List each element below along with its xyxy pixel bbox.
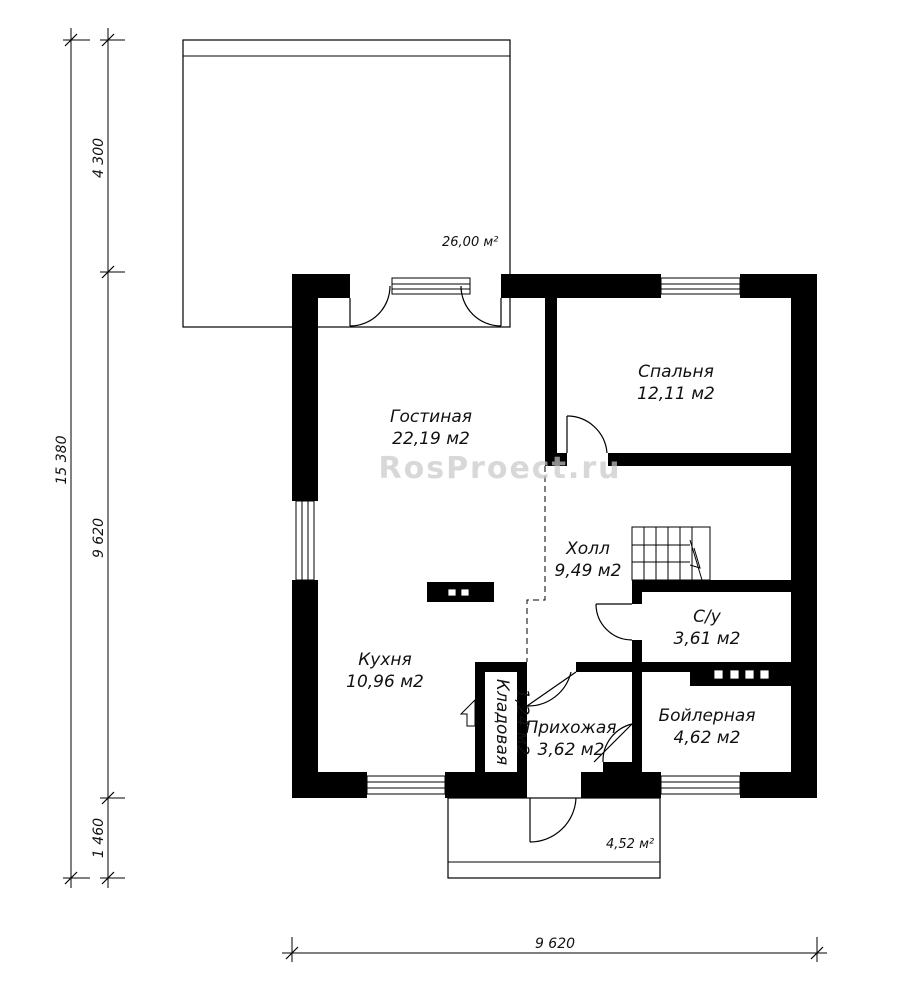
kitchen-area: 10,96 м2: [346, 672, 424, 692]
horizontal-dimension: [282, 937, 827, 962]
room-hall: Холл 9,49 м2: [555, 539, 622, 581]
doors: [349, 285, 633, 843]
dim-house-depth: 9 620: [91, 518, 107, 558]
dim-terrace-depth: 4 300: [91, 138, 107, 178]
pantry-entry-arrow: [459, 698, 476, 727]
room-kitchen: Кухня 10,96 м2: [346, 650, 424, 692]
terrace-area: 26,00 м²: [442, 235, 498, 250]
pantry-area: 1,24 м2: [512, 689, 532, 756]
ventilation-block: [690, 664, 791, 686]
room-boiler: Бойлерная 4,62 м2: [659, 706, 756, 748]
windows: [295, 277, 741, 795]
dim-total-height: 15 380: [54, 435, 70, 484]
bathroom-name: С/у: [693, 607, 722, 627]
kitchen-name: Кухня: [358, 650, 412, 670]
terrace: [182, 39, 511, 328]
room-pantry: Кладовая 1,24 м2: [492, 679, 532, 765]
room-bathroom: С/у 3,61 м2: [674, 607, 741, 649]
dim-house-width: 9 620: [535, 936, 575, 952]
interior-walls: [475, 298, 791, 772]
hall-name: Холл: [565, 539, 610, 559]
room-bedroom: Спальня 12,11 м2: [637, 362, 715, 404]
boiler-name: Бойлерная: [659, 706, 756, 726]
bedroom-area: 12,11 м2: [637, 384, 715, 404]
fireplace-block: [427, 582, 494, 602]
outer-walls: [292, 274, 817, 798]
hall-area: 9,49 м2: [555, 561, 622, 581]
room-entry: Прихожая 3,62 м2: [525, 718, 616, 760]
vertical-dimensions: [63, 28, 125, 888]
entry-name: Прихожая: [525, 718, 616, 738]
dim-porch-depth: 1 460: [91, 818, 107, 858]
watermark: RosProect.ru: [379, 451, 622, 486]
staircase: [631, 526, 711, 581]
room-living: Гостиная 22,19 м2: [390, 407, 472, 449]
bedroom-name: Спальня: [638, 362, 714, 382]
living-area: 22,19 м2: [392, 429, 470, 449]
pantry-name: Кладовая: [492, 679, 512, 765]
porch: [447, 797, 661, 879]
entry-area: 3,62 м2: [538, 740, 605, 760]
living-name: Гостиная: [390, 407, 472, 427]
bathroom-area: 3,61 м2: [674, 629, 741, 649]
open-boundary: [526, 466, 546, 662]
boiler-area: 4,62 м2: [674, 728, 741, 748]
porch-area: 4,52 м²: [606, 837, 654, 852]
